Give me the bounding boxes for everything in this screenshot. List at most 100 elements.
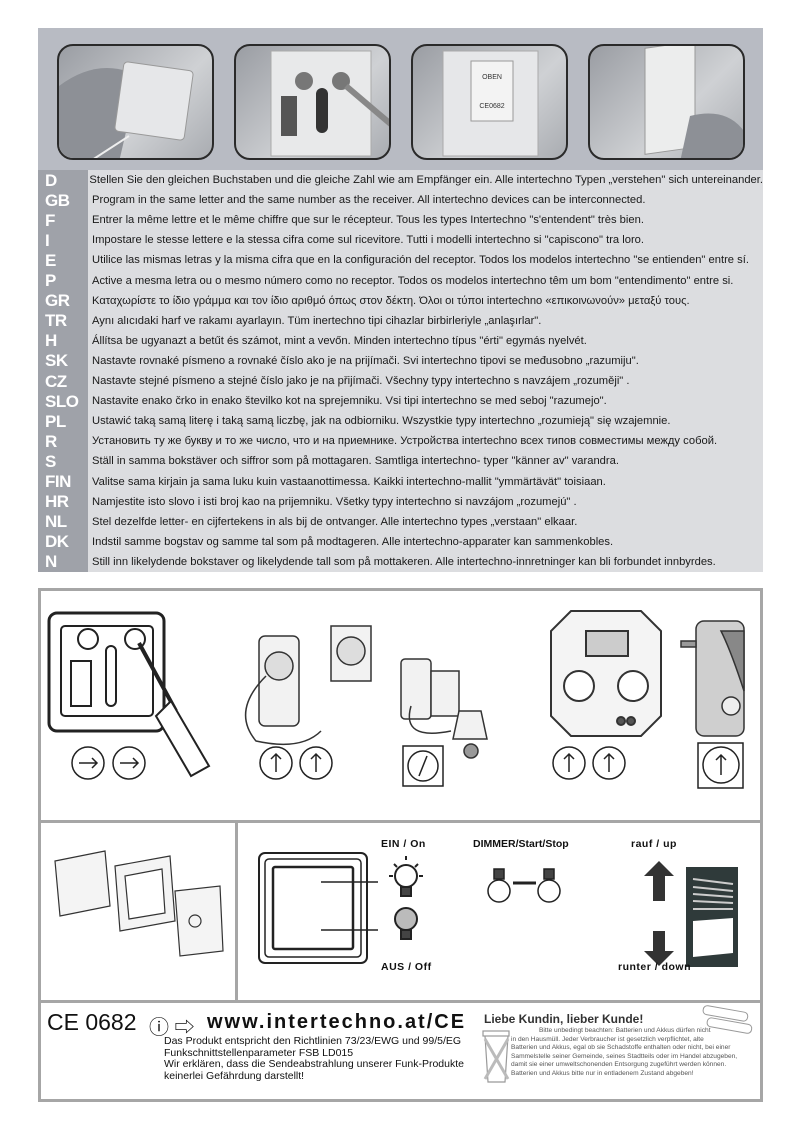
language-code: TR bbox=[45, 311, 67, 331]
instruction-text: Utilice las mismas letras y la misma cif… bbox=[92, 254, 749, 267]
language-row: F Entrer la même lettre et le même chiffr… bbox=[38, 210, 763, 230]
language-row: I Impostare le stesse lettere e la stessa… bbox=[38, 230, 763, 250]
bulb-off-icon bbox=[394, 907, 418, 940]
language-code: P bbox=[45, 271, 56, 291]
language-code: HR bbox=[45, 492, 69, 512]
instruction-text: Καταχωρίστε το ίδιο γράμμα και τον ίδιο … bbox=[92, 294, 690, 307]
language-row: CZ Nastavte stejné písmeno a stejné číslo… bbox=[38, 371, 763, 391]
instruction-text: Still inn likelydende bokstaver og likel… bbox=[92, 555, 716, 568]
instruction-text: Impostare le stesse lettere e la stessa … bbox=[92, 234, 645, 247]
instruction-text: Nastavte stejné písmeno a stejné číslo j… bbox=[92, 375, 630, 388]
language-code: R bbox=[45, 431, 57, 451]
ce-mark-text: CE0682 bbox=[479, 103, 504, 110]
language-code: D bbox=[45, 170, 57, 190]
instruction-text: Stellen Sie den gleichen Buchstaben und … bbox=[89, 174, 763, 187]
instruction-text: Nastavite enako črko in enako številko k… bbox=[92, 395, 607, 408]
divider bbox=[41, 1000, 760, 1003]
language-code: DK bbox=[45, 532, 69, 552]
bulb-on-icon bbox=[389, 856, 423, 897]
dimmer-bulbs-icon bbox=[487, 868, 561, 903]
switch-assembly-illustration bbox=[54, 850, 224, 957]
website-link[interactable]: www.intertechno.at/CE bbox=[207, 1011, 467, 1033]
language-code: SK bbox=[45, 351, 68, 371]
on-label: EIN / On bbox=[381, 838, 426, 850]
mounting-switch-photo bbox=[588, 44, 745, 160]
instruction-text: Установить ту же букву и то же число, чт… bbox=[92, 435, 718, 448]
language-row: E Utilice las mismas letras y la misma ci… bbox=[38, 250, 763, 270]
batteries-icon bbox=[702, 1005, 753, 1034]
switch-in-hand-photo bbox=[57, 44, 214, 160]
language-row: DK Indstil samme bogstav og samme tal som… bbox=[38, 532, 763, 552]
instruction-text: Ställ in samma bokstäver och siffror som… bbox=[92, 455, 619, 468]
instruction-text: Namjestite isto slovo i isti broj kao na… bbox=[92, 495, 577, 508]
photo-strip: OBEN CE0682 bbox=[38, 28, 763, 170]
battery-notice-title: Liebe Kundin, lieber Kunde! bbox=[484, 1012, 644, 1026]
language-code: GR bbox=[45, 291, 70, 311]
ce-mark: CE 0682 bbox=[47, 1009, 137, 1035]
language-row: TR Aynı alıcıdaki harf ve rakamı ayarlayı… bbox=[38, 311, 763, 331]
device-illustrations bbox=[47, 610, 745, 789]
language-row: SLO Nastavite enako črko in enako številk… bbox=[38, 391, 763, 411]
instruction-text: Aynı alıcıdaki harf ve rakamı ayarlayın.… bbox=[92, 314, 542, 327]
language-code: F bbox=[45, 210, 55, 230]
wall-switch-illustration bbox=[47, 611, 211, 778]
language-code: H bbox=[45, 331, 57, 351]
language-code: NL bbox=[45, 512, 67, 532]
warning-and-arrow-icon: ⓘ ⇨ bbox=[149, 1017, 195, 1039]
instruction-text: Active a mesma letra ou o mesmo número c… bbox=[92, 274, 734, 287]
language-row: NL Stel dezelfde letter- en cijfertekens … bbox=[38, 512, 763, 532]
battery-line: Batterien und Akkus, egal ob sie Schadst… bbox=[511, 1044, 731, 1052]
label-text: OBEN bbox=[482, 74, 502, 81]
off-label: AUS / Off bbox=[381, 961, 432, 973]
battery-notice-text: Bitte unbedingt beachten: Batterien und … bbox=[511, 1027, 756, 1079]
battery-line: Batterien und Akkus bitte nur in entlade… bbox=[511, 1069, 694, 1077]
language-code: PL bbox=[45, 411, 66, 431]
illustration-frame: EIN / On AUS / Off DIMMER/Start/Stop rau… bbox=[38, 588, 763, 1102]
instruction-text: Program in the same letter and the same … bbox=[92, 194, 646, 207]
down-label: runter / down bbox=[618, 961, 691, 973]
declaration-line: keinerlei Gefährdung darstellt! bbox=[164, 1069, 305, 1082]
language-row: H Állítsa be ugyanazt a betűt és számot, … bbox=[38, 331, 763, 351]
language-row: GR Καταχωρίστε το ίδιο γράμμα και τον ίδι… bbox=[38, 291, 763, 311]
language-code: SLO bbox=[45, 391, 79, 411]
language-instructions: D Stellen Sie den gleichen Buchstaben und… bbox=[38, 170, 763, 572]
lamp-plug-illustration bbox=[400, 658, 488, 759]
instruction-text: Állítsa be ugyanazt a betűt és számot, m… bbox=[92, 334, 587, 347]
roller-shutter-icon bbox=[686, 867, 738, 967]
language-row: N Still inn likelydende bokstaver og like… bbox=[38, 552, 763, 572]
language-row: GB Program in the same letter and the sam… bbox=[38, 190, 763, 210]
language-code: E bbox=[45, 250, 56, 270]
battery-line: Sammelstelle seiner Gemeinde, seines Sta… bbox=[511, 1052, 738, 1060]
instruction-text: Entrer la même lettre et le même chiffre… bbox=[92, 214, 644, 227]
down-arrow-icon bbox=[644, 931, 674, 966]
instruction-text: Valitse sama kirjain ja sama luku kuin v… bbox=[92, 475, 606, 488]
divider bbox=[41, 820, 760, 823]
language-code: S bbox=[45, 451, 56, 471]
language-code: FIN bbox=[45, 472, 71, 492]
up-arrow-icon bbox=[644, 861, 674, 901]
language-row: P Active a mesma letra ou o mesmo número … bbox=[38, 271, 763, 291]
divider bbox=[235, 821, 238, 1001]
instruction-text: Stel dezelfde letter- en cijfertekens in… bbox=[92, 515, 578, 528]
up-label: rauf / up bbox=[631, 838, 677, 850]
language-code: N bbox=[45, 552, 57, 572]
language-row: D Stellen Sie den gleichen Buchstaben und… bbox=[38, 170, 763, 190]
conformity-declaration: Das Produkt entspricht den Richtlinien 7… bbox=[164, 1035, 464, 1082]
battery-line: Bitte unbedingt beachten: Batterien und … bbox=[539, 1027, 711, 1034]
plug-in-receiver-illustration bbox=[680, 620, 745, 737]
battery-line: damit sie einer umweltschonenden Entsorg… bbox=[511, 1061, 727, 1069]
language-code: GB bbox=[45, 190, 70, 210]
function-diagram bbox=[258, 852, 738, 967]
declaration-line: Das Produkt entspricht den Richtlinien 7… bbox=[164, 1035, 462, 1047]
language-code: CZ bbox=[45, 371, 67, 391]
language-row: S Ställ in samma bokstäver och siffror so… bbox=[38, 451, 763, 471]
dimmer-label: DIMMER/Start/Stop bbox=[473, 838, 569, 850]
declaration-line: Wir erklären, dass die Sendeabstrahlung … bbox=[164, 1058, 464, 1070]
language-row: FIN Valitse sama kirjain ja sama luku kui… bbox=[38, 472, 763, 492]
crossed-bin-icon bbox=[482, 1030, 510, 1083]
language-code: I bbox=[45, 230, 50, 250]
language-row: R Установить ту же букву и то же число, ч… bbox=[38, 431, 763, 451]
instruction-text: Indstil samme bogstav og samme tal som p… bbox=[92, 535, 614, 548]
language-row: HR Namjestite isto slovo i isti broj kao … bbox=[38, 492, 763, 512]
